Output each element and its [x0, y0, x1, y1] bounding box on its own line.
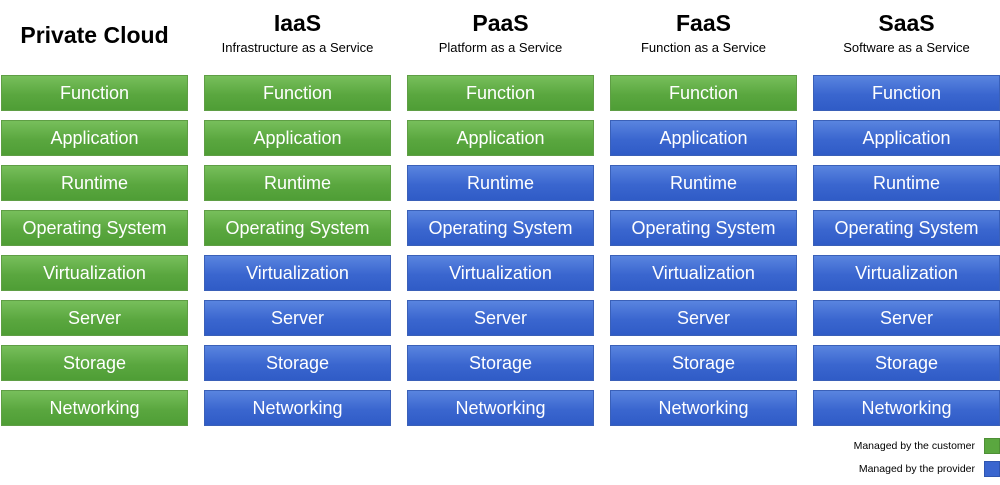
layer-networking: Networking — [203, 389, 392, 427]
column-subtitle: Software as a Service — [843, 40, 970, 55]
layer-application: Application — [609, 119, 798, 157]
layer-networking: Networking — [406, 389, 595, 427]
layer-virtualization: Virtualization — [203, 254, 392, 292]
layer-function: Function — [203, 74, 392, 112]
column-header: PaaS Platform as a Service — [406, 0, 595, 73]
layer-operating-system: Operating System — [609, 209, 798, 247]
legend-customer: Managed by the customer — [854, 438, 1000, 454]
layer-virtualization: Virtualization — [609, 254, 798, 292]
layer-runtime: Runtime — [0, 164, 189, 202]
column-title: FaaS — [676, 10, 731, 36]
layer-runtime: Runtime — [406, 164, 595, 202]
layer-runtime: Runtime — [609, 164, 798, 202]
layer-storage: Storage — [203, 344, 392, 382]
layer-virtualization: Virtualization — [0, 254, 189, 292]
column-header: SaaS Software as a Service — [812, 0, 1000, 73]
layer-server: Server — [406, 299, 595, 337]
layer-operating-system: Operating System — [0, 209, 189, 247]
layer-operating-system: Operating System — [203, 209, 392, 247]
column-header: Private Cloud — [0, 0, 189, 73]
layer-networking: Networking — [609, 389, 798, 427]
column-title: IaaS — [273, 10, 322, 36]
column-title: SaaS — [878, 10, 935, 36]
layer-runtime: Runtime — [203, 164, 392, 202]
layer-application: Application — [406, 119, 595, 157]
legend-provider: Managed by the provider — [859, 461, 1000, 477]
layer-function: Function — [812, 74, 1000, 112]
layer-function: Function — [406, 74, 595, 112]
legend-provider-label: Managed by the provider — [858, 463, 975, 475]
column-title: PaaS — [472, 10, 529, 36]
column-title: Private Cloud — [20, 22, 169, 48]
layer-application: Application — [203, 119, 392, 157]
layer-server: Server — [0, 299, 189, 337]
layer-virtualization: Virtualization — [406, 254, 595, 292]
layer-function: Function — [609, 74, 798, 112]
layer-runtime: Runtime — [812, 164, 1000, 202]
layer-virtualization: Virtualization — [812, 254, 1000, 292]
layer-storage: Storage — [609, 344, 798, 382]
legend-provider-swatch — [984, 461, 1000, 477]
layer-storage: Storage — [0, 344, 189, 382]
legend-customer-swatch — [984, 438, 1000, 454]
legend-customer-label: Managed by the customer — [853, 440, 975, 452]
layer-networking: Networking — [812, 389, 1000, 427]
column-subtitle: Function as a Service — [640, 40, 766, 55]
layer-storage: Storage — [812, 344, 1000, 382]
layer-networking: Networking — [0, 389, 189, 427]
layer-server: Server — [812, 299, 1000, 337]
layer-server: Server — [203, 299, 392, 337]
layer-application: Application — [0, 119, 189, 157]
layer-server: Server — [609, 299, 798, 337]
layer-operating-system: Operating System — [406, 209, 595, 247]
column-subtitle: Platform as a Service — [438, 40, 563, 55]
layer-application: Application — [812, 119, 1000, 157]
layer-storage: Storage — [406, 344, 595, 382]
column-header: IaaS Infrastructure as a Service — [203, 0, 392, 73]
column-subtitle: Infrastructure as a Service — [221, 40, 374, 55]
column-header: FaaS Function as a Service — [609, 0, 798, 73]
layer-operating-system: Operating System — [812, 209, 1000, 247]
layer-function: Function — [0, 74, 189, 112]
